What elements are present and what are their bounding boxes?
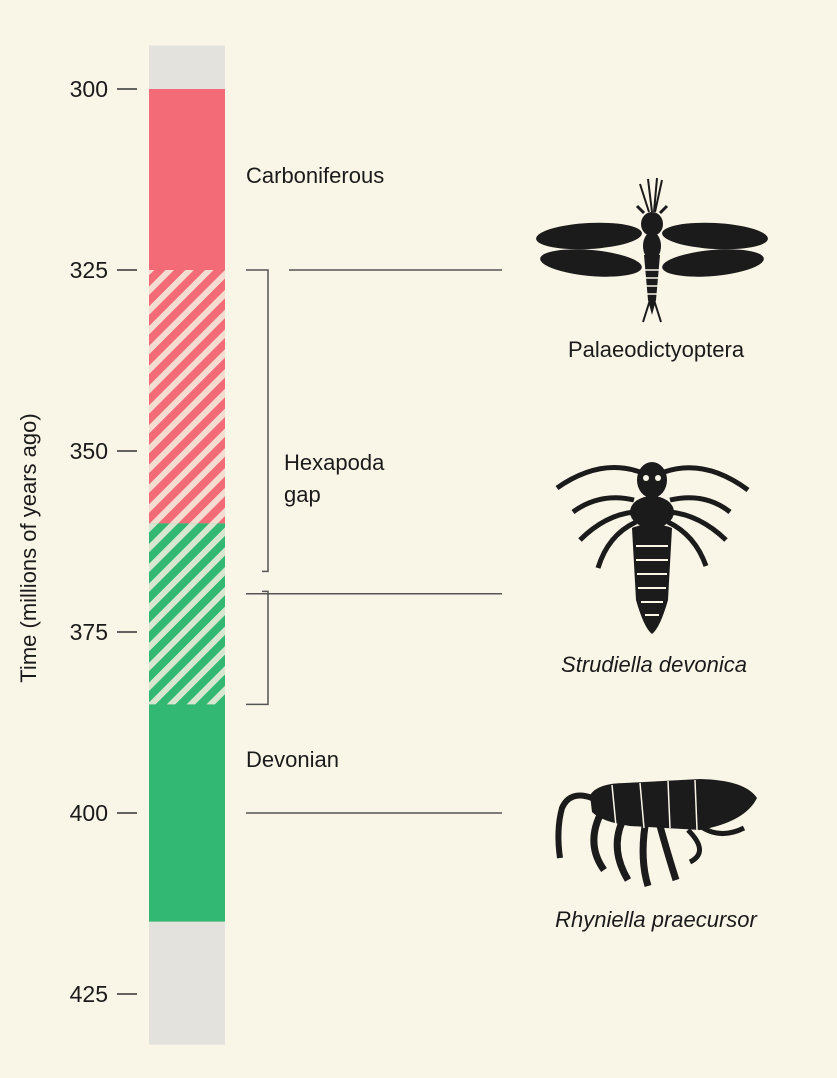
palaeodictyoptera-silhouette-icon: [535, 178, 768, 322]
tick-label: 300: [70, 76, 108, 102]
axis-title: Time (millions of years ago): [16, 413, 41, 682]
fossil-name-palaeodictyoptera: Palaeodictyoptera: [568, 337, 745, 362]
period-label-devonian: Devonian: [246, 747, 339, 772]
fossil-name-rhyniella: Rhyniella praecursor: [555, 907, 758, 932]
time-axis: 300 325 350 375 400 425: [70, 76, 137, 1007]
fossil-name-strudiella: Strudiella devonica: [561, 652, 747, 677]
fossil-connectors: [246, 270, 502, 813]
tick-label: 325: [70, 257, 108, 283]
gap-label-line2: gap: [284, 482, 321, 507]
tick-label: 400: [70, 800, 108, 826]
gap-label-line1: Hexapoda: [284, 450, 385, 475]
geologic-time-bar: [149, 46, 225, 1045]
hexapoda-gap-bracket: [246, 270, 268, 704]
bracket-upper: [246, 270, 268, 571]
tick-label: 425: [70, 981, 108, 1007]
gap-hatch-devonian: [149, 523, 225, 704]
tick-label: 375: [70, 619, 108, 645]
strudiella-silhouette-icon: [557, 462, 748, 634]
period-label-carboniferous: Carboniferous: [246, 163, 384, 188]
rhyniella-silhouette-icon: [558, 779, 757, 886]
tick-label: 350: [70, 438, 108, 464]
bracket-lower: [246, 591, 268, 704]
gap-hatch-carboniferous: [149, 270, 225, 523]
